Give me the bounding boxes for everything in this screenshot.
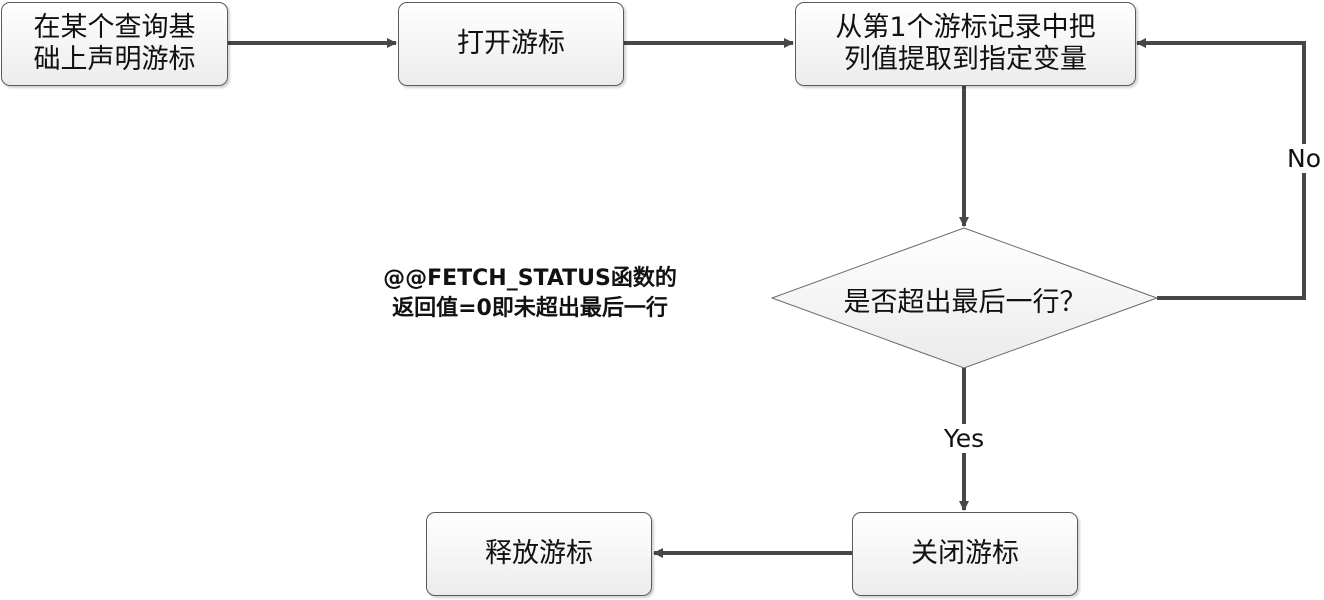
- fetch-status-annotation: @@FETCH_STATUS函数的 返回值=0即未超出最后一行: [320, 264, 740, 324]
- edge-label-yes: Yes: [934, 424, 994, 453]
- decision-label: 是否超出最后一行？: [843, 287, 1087, 318]
- node-fetch-line2: 列值提取到指定变量: [844, 44, 1087, 75]
- annotation-line2: 返回值=0即未超出最后一行: [392, 296, 668, 321]
- node-release-cursor: 释放游标: [426, 512, 652, 596]
- node-declare-line2: 础上声明游标: [33, 44, 196, 75]
- node-declare-line1: 在某个查询基: [33, 12, 196, 43]
- node-open-label: 打开游标: [457, 28, 565, 59]
- edge-decision-no-loop: [1136, 38, 1306, 300]
- node-declare-cursor: 在某个查询基 础上声明游标: [1, 2, 228, 86]
- node-open-cursor: 打开游标: [398, 2, 624, 86]
- node-close-label: 关闭游标: [911, 538, 1019, 569]
- node-close-cursor: 关闭游标: [852, 512, 1078, 596]
- edge-label-no: No: [1284, 144, 1324, 173]
- node-fetch-line1: 从第1个游标记录中把: [835, 12, 1096, 43]
- node-release-label: 释放游标: [485, 538, 593, 569]
- node-fetch-record: 从第1个游标记录中把 列值提取到指定变量: [795, 2, 1136, 86]
- decision-diamond: [770, 227, 1159, 369]
- annotation-line1: @@FETCH_STATUS函数的: [383, 266, 677, 291]
